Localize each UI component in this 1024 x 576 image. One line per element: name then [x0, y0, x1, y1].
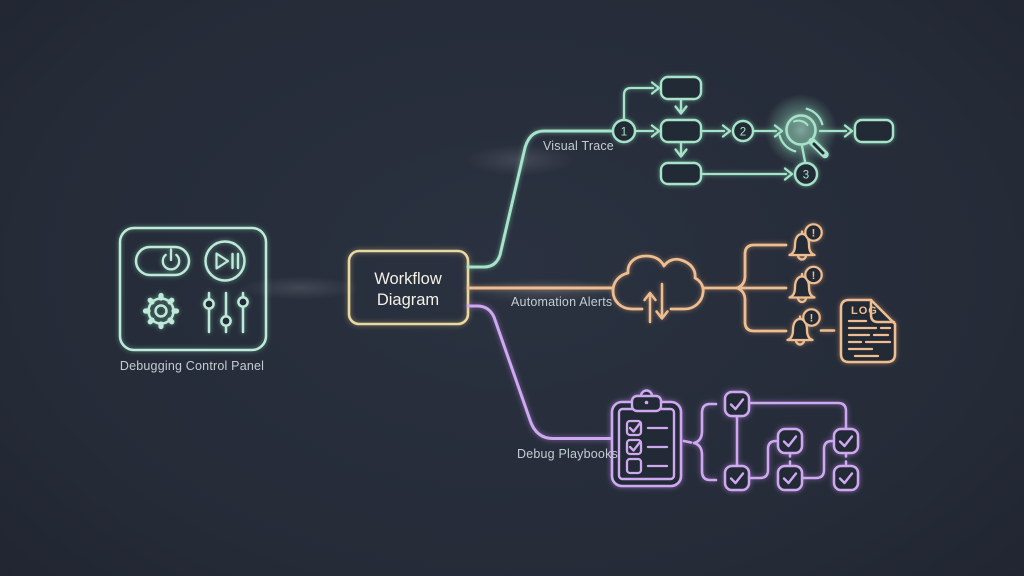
magnifier-icon — [765, 94, 837, 166]
trace-step-1-number: 1 — [621, 126, 627, 138]
alert-splitter-bracket — [735, 243, 788, 333]
checkbox-node-bottom-left — [723, 464, 751, 492]
log-document-icon — [839, 298, 897, 364]
checkbox-node-right-top — [832, 427, 860, 455]
bell-badge-3: ! — [810, 313, 814, 325]
checkbox-node-middle-bottom — [776, 464, 804, 492]
cloud-sync-icon — [611, 254, 705, 324]
playbook-brace — [692, 402, 718, 482]
debug-playbooks-label: Debug Playbooks — [517, 447, 618, 461]
control-panel-label: Debugging Control Panel — [120, 359, 264, 373]
visual-trace-link — [466, 129, 613, 269]
checkbox-node-middle-top — [776, 427, 804, 455]
checkbox-node-top-left — [723, 390, 751, 418]
playbook-tree-links — [735, 401, 848, 480]
sliders-icon — [203, 291, 249, 334]
play-pause-icon — [204, 240, 246, 282]
debug-playbooks-link — [466, 304, 612, 440]
trace-node-top — [659, 75, 703, 101]
trace-node-end — [853, 118, 895, 144]
gear-icon — [142, 292, 180, 330]
trace-step-2-number: 2 — [740, 126, 746, 138]
log-text-lines — [847, 319, 892, 358]
haze-glow — [465, 144, 575, 176]
bell-badge-2: ! — [812, 270, 816, 282]
trace-step-3-number: 3 — [803, 169, 809, 181]
clipboard-checklist-icon — [610, 389, 683, 488]
checkbox-node-right-bottom — [832, 464, 860, 492]
playbook-tree-nodes — [723, 390, 860, 492]
trace-node-bottom — [659, 161, 703, 186]
workflow-box-title-line1: Workflow — [374, 270, 442, 288]
bell-alert-icon-1 — [788, 223, 823, 261]
bell-alert-icon-2 — [788, 265, 823, 304]
bell-badge-1: ! — [812, 228, 816, 240]
bell-alert-icon-3 — [786, 308, 821, 346]
haze-glow — [465, 278, 625, 304]
trace-node-middle — [659, 118, 703, 144]
visual-trace-label: Visual Trace — [543, 139, 614, 153]
toggle-power-icon — [134, 245, 191, 277]
debug-playbooks-branch — [466, 304, 860, 492]
automation-alerts-branch — [466, 223, 897, 364]
workflow-box-title-line2: Diagram — [377, 291, 439, 309]
checklist-rows — [625, 419, 669, 475]
clipboard-brace-connector — [682, 439, 693, 444]
automation-alerts-label: Automation Alerts — [511, 295, 612, 309]
log-title: LOG — [851, 305, 878, 317]
visual-trace-branch — [466, 75, 895, 269]
